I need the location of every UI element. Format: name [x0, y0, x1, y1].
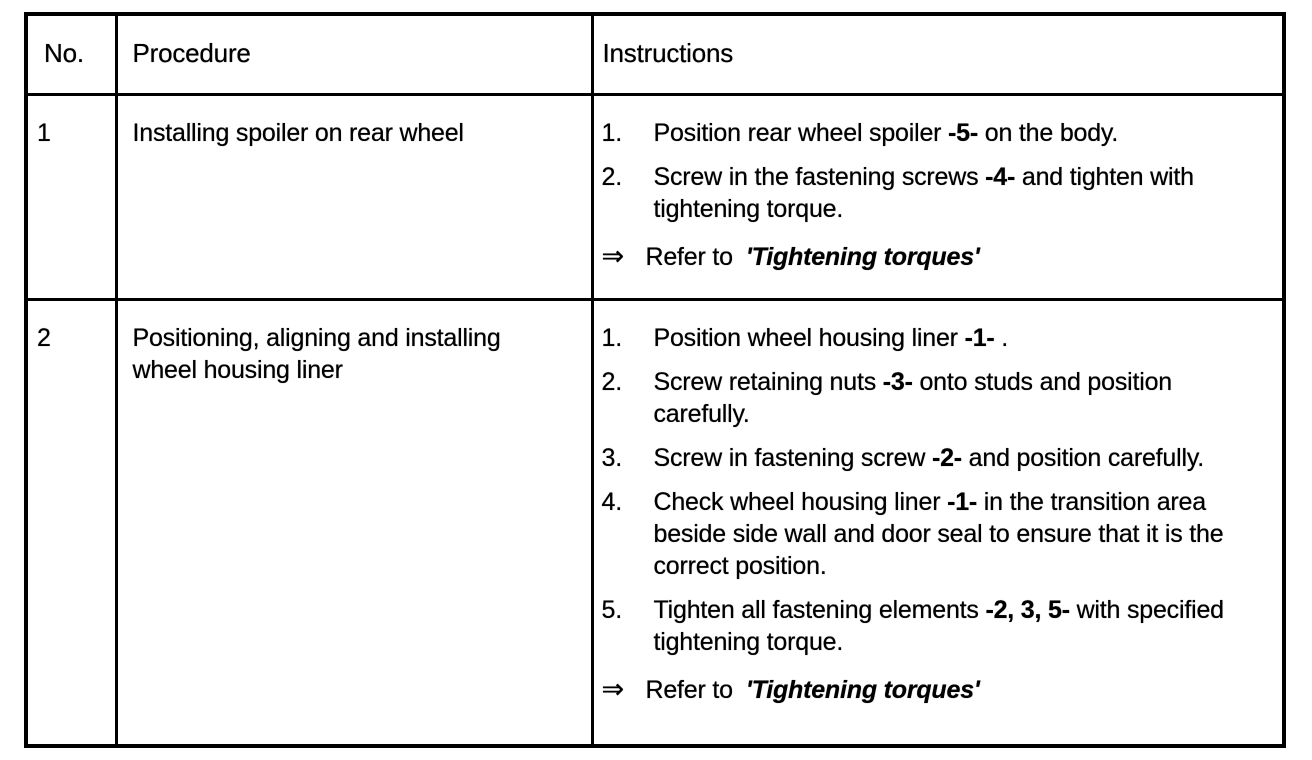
header-instructions: Instructions — [590, 12, 1286, 96]
step-number: 1. — [601, 323, 623, 352]
refer-arrow-icon: ⇒ — [601, 240, 625, 271]
row-no-cell: 2 — [24, 297, 118, 748]
row-number: 1 — [37, 118, 51, 147]
procedure-table: No. Procedure Instructions 1 Installing s… — [24, 12, 1286, 748]
procedure-cell: Positioning, aligning and installing whe… — [114, 297, 594, 748]
step-text-segment: . — [994, 323, 1009, 352]
procedure-text: Positioning, aligning and installing whe… — [132, 323, 501, 384]
step-number: 2. — [601, 367, 623, 396]
table-row: 2 Positioning, aligning and installing wh… — [24, 297, 1286, 748]
step-text-segment: with specified tightening torque. — [653, 595, 1225, 656]
refer-arrow-icon: ⇒ — [601, 673, 625, 704]
row-no-cell: 1 — [24, 92, 118, 301]
step-text: Check wheel housing liner -1- in the tra… — [654, 486, 1275, 582]
instructions-cell: 1. Position rear wheel spoiler -5- on the… — [590, 92, 1286, 301]
step-text-segment: and tighten with tightening torque. — [653, 162, 1194, 223]
part-reference: -3- — [882, 367, 913, 396]
refer-prefix: Refer to — [645, 675, 734, 704]
step-text-segment: on the body. — [978, 118, 1119, 147]
step-text-segment: Screw in fastening screw — [653, 443, 932, 472]
part-reference: -2- — [931, 443, 962, 472]
part-reference: -2, 3, 5- — [985, 595, 1070, 624]
step-text: Screw retaining nuts -3- onto studs and … — [654, 366, 1275, 430]
step-number: 1. — [601, 118, 623, 147]
header-no: No. — [24, 12, 118, 96]
reference-line: ⇒ Refer to 'Tightening torques' — [602, 240, 1275, 273]
step-text-segment: in the transition area beside side wall … — [653, 487, 1224, 580]
step-number: 5. — [601, 595, 623, 624]
instruction-step: 2. Screw retaining nuts -3- onto studs an… — [602, 366, 1275, 430]
header-row: No. Procedure Instructions — [24, 12, 1286, 96]
step-text: Tighten all fastening elements -2, 3, 5-… — [654, 594, 1275, 658]
instruction-step: 1. Position wheel housing liner -1- . — [602, 322, 1275, 354]
step-text-segment: Screw retaining nuts — [653, 367, 883, 396]
header-procedure: Procedure — [114, 12, 594, 96]
step-text-segment: and position carefully. — [961, 443, 1205, 472]
step-text: Position wheel housing liner -1- . — [654, 322, 1275, 354]
instruction-step: 1. Position rear wheel spoiler -5- on the… — [602, 117, 1275, 149]
step-number: 3. — [601, 443, 623, 472]
part-reference: -1- — [964, 323, 995, 352]
step-text-segment: Screw in the fastening screws — [653, 162, 986, 191]
refer-target: 'Tightening torques' — [745, 675, 980, 704]
table-body: 1 Installing spoiler on rear wheel 1. Posit… — [24, 92, 1286, 748]
step-text-segment: Check wheel housing liner — [653, 487, 948, 516]
row-number: 2 — [37, 323, 51, 352]
procedure-cell: Installing spoiler on rear wheel — [114, 92, 594, 301]
step-number: 4. — [601, 487, 623, 516]
instruction-step: 4. Check wheel housing liner -1- in the t… — [602, 486, 1275, 582]
refer-prefix: Refer to — [645, 242, 734, 271]
instructions-cell: 1. Position wheel housing liner -1- . 2. Sc… — [590, 297, 1286, 748]
table-header: No. Procedure Instructions — [24, 12, 1286, 96]
step-text-segment: onto studs and position carefully. — [653, 367, 1173, 428]
reference-line: ⇒ Refer to 'Tightening torques' — [602, 673, 1275, 706]
step-text-segment: Position wheel housing liner — [653, 323, 965, 352]
part-reference: -4- — [985, 162, 1016, 191]
instruction-step: 5. Tighten all fastening elements -2, 3, … — [602, 594, 1275, 658]
refer-target: 'Tightening torques' — [745, 242, 980, 271]
instruction-step: 3. Screw in fastening screw -2- and posit… — [602, 442, 1275, 474]
step-text: Screw in fastening screw -2- and positio… — [654, 442, 1275, 474]
table-row: 1 Installing spoiler on rear wheel 1. Posit… — [24, 92, 1286, 301]
step-text-segment: Tighten all fastening elements — [653, 595, 986, 624]
procedure-text: Installing spoiler on rear wheel — [132, 118, 464, 147]
step-number: 2. — [601, 162, 623, 191]
step-text: Screw in the fastening screws -4- and ti… — [654, 161, 1275, 225]
part-reference: -5- — [948, 118, 979, 147]
step-text: Position rear wheel spoiler -5- on the b… — [654, 117, 1275, 149]
part-reference: -1- — [947, 487, 978, 516]
step-text-segment: Position rear wheel spoiler — [653, 118, 949, 147]
instruction-step: 2. Screw in the fastening screws -4- and … — [602, 161, 1275, 225]
